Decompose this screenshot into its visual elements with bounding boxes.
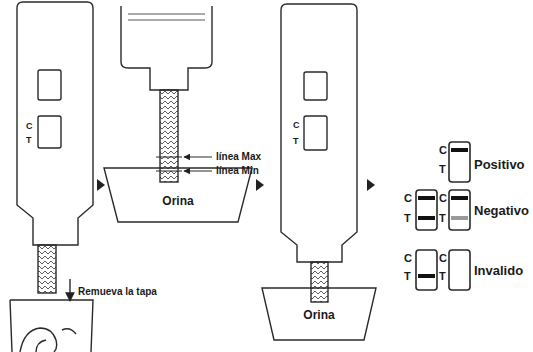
test-device (17, 2, 93, 245)
result-label: Invalido (474, 264, 523, 277)
max-line (156, 157, 182, 158)
urine-cup: Orina (104, 168, 252, 222)
line-label: línea Min (216, 166, 259, 176)
control-letter: C (439, 253, 447, 264)
test-letter: T (404, 213, 411, 224)
urine-cup: Orina (262, 288, 376, 340)
urine-cup (104, 168, 252, 222)
control-letter: C (404, 193, 412, 204)
control-band (451, 196, 468, 200)
hand (20, 328, 76, 352)
test-device: CT (17, 2, 93, 245)
cup-label: Orina (303, 309, 334, 321)
instruction-text: Remueva la tapa (78, 287, 157, 297)
result-window (38, 116, 61, 148)
test-letter: T (439, 164, 446, 175)
test-band (451, 216, 468, 220)
test-letter: T (439, 271, 446, 282)
device-grip (128, 14, 205, 20)
result-label: Positivo (474, 158, 525, 171)
test-letter: T (439, 213, 446, 224)
test-device (281, 4, 357, 262)
result-window (304, 72, 327, 100)
test-letter: T (404, 271, 411, 282)
cap (10, 300, 93, 352)
window-letter: C (26, 122, 33, 131)
step-arrow (256, 179, 264, 191)
result-window (38, 70, 61, 100)
test-strip (311, 262, 328, 302)
result-window (449, 142, 470, 182)
test-device: CT (281, 4, 357, 262)
result-window (449, 190, 470, 230)
window-letter: T (26, 136, 32, 145)
line-label: línea Max (216, 152, 261, 162)
leader-line (184, 171, 212, 172)
leader-line (184, 157, 212, 158)
result-window (416, 190, 437, 230)
control-band (418, 196, 435, 200)
step-arrow (367, 179, 375, 191)
test-band (418, 216, 435, 220)
window-letter: T (293, 137, 299, 146)
result-window (416, 250, 437, 290)
window-letter: C (293, 121, 300, 130)
step-arrow (97, 179, 105, 191)
result-window (304, 116, 327, 150)
control-letter: C (439, 193, 447, 204)
result-label: Negativo (474, 204, 529, 217)
urine-cup (262, 288, 376, 340)
control-letter: C (404, 253, 412, 264)
test-device (121, 6, 212, 90)
test-band (418, 274, 435, 278)
cup-label: Orina (162, 195, 193, 207)
result-window (449, 250, 470, 290)
remove-arrow (69, 279, 70, 301)
control-letter: C (439, 145, 447, 156)
min-line (156, 171, 182, 172)
test-strip (38, 245, 56, 293)
control-band (451, 148, 468, 152)
